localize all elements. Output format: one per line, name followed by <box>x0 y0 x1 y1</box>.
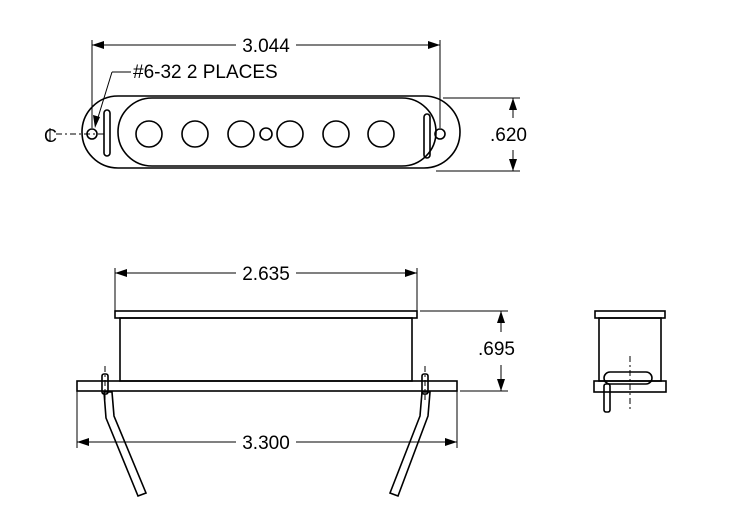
arrowhead <box>405 269 417 277</box>
side-cover-lip <box>594 310 666 319</box>
overall-length-label: 3.044 <box>242 36 290 57</box>
pole-piece <box>276 120 304 148</box>
cover-body <box>119 317 413 382</box>
side-lead-bracket <box>603 371 653 385</box>
base-plate-outline <box>81 95 461 169</box>
lead-slot-left <box>103 109 111 157</box>
thread-note: #6-32 2 PLACES <box>133 62 278 83</box>
arrowhead <box>428 41 440 49</box>
arrowhead <box>497 311 505 323</box>
leader-arrowhead <box>93 115 100 128</box>
pole-piece <box>135 120 163 148</box>
base-plate <box>76 380 458 392</box>
pole-piece <box>227 120 255 148</box>
center-hole <box>259 127 273 141</box>
height-label: .620 <box>490 125 527 146</box>
cover-length-label: 2.635 <box>242 264 290 285</box>
mounting-hole-right <box>434 128 446 140</box>
arrowhead <box>92 41 104 49</box>
arrowhead <box>497 379 505 391</box>
arrowhead <box>115 269 127 277</box>
lead-wire-right <box>388 391 431 498</box>
arrowhead <box>77 438 89 446</box>
front-view: 2.635 .695 3.300 <box>76 264 515 498</box>
cover-top-lip <box>114 310 418 319</box>
cover-height-label: .695 <box>478 339 515 360</box>
side-lead-stud <box>603 383 611 413</box>
side-view <box>593 310 667 413</box>
top-view: C 3.044 #6-32 2 PLACES .620 <box>44 36 527 172</box>
lead-wire-left <box>103 391 148 498</box>
pole-piece <box>367 120 395 148</box>
lead-slot-right <box>423 113 431 159</box>
arrowhead <box>509 98 517 110</box>
pole-piece <box>181 120 209 148</box>
base-length-label: 3.300 <box>242 433 290 454</box>
arrowhead <box>445 438 457 446</box>
pole-piece <box>322 120 350 148</box>
leader-line <box>95 71 113 125</box>
arrowhead <box>509 159 517 171</box>
